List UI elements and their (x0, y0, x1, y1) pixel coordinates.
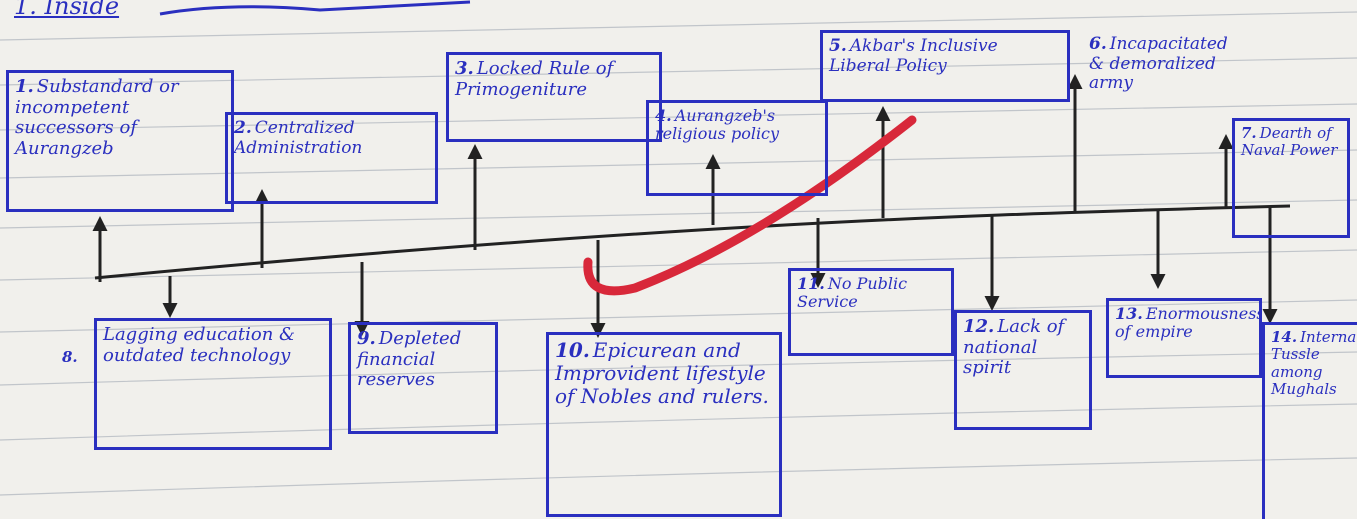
cause-box-6: 6.Incapacitated & demoralized army (1080, 28, 1230, 168)
cause-number: 5. (829, 36, 847, 56)
arrows-up (92, 74, 1234, 282)
cause-box-2: 2.Centralized Administration (225, 112, 438, 204)
cause-text: Locked Rule of Primogeniture (455, 58, 614, 100)
cause-text: Lack of national spirit (963, 316, 1065, 379)
cause-text: No Public Service (797, 274, 908, 312)
cause-box-7: 7.Dearth of Naval Power (1232, 118, 1350, 238)
arrows-down (162, 207, 1278, 338)
cause-box-1: 1.Substandard or incompetent successors … (6, 70, 234, 212)
cause-number: 7. (1241, 124, 1257, 142)
cause-box-11: 11.No Public Service (788, 268, 954, 356)
cause-box-10: 10.Epicurean and Improvident lifestyle o… (546, 332, 782, 517)
page-heading: 1. Inside (14, 0, 120, 20)
cause-box-12: 12.Lack of national spirit (954, 310, 1092, 430)
cause-number: 10. (555, 338, 590, 362)
cause-number: 4. (655, 106, 672, 125)
cause-number: 12. (963, 316, 995, 337)
cause-number: 3. (455, 58, 474, 79)
cause-number-outside: 8. (62, 348, 78, 366)
cause-number: 13. (1115, 304, 1143, 323)
cause-box-5: 5.Akbar's Inclusive Liberal Policy (820, 30, 1070, 102)
cause-text: Aurangzeb's religious policy (655, 106, 780, 144)
cause-number: 6. (1089, 34, 1107, 54)
cause-text: Dearth of Naval Power (1241, 124, 1338, 160)
cause-box-13: 13.Enormousness of empire (1106, 298, 1262, 378)
cause-box-9: 9.Depleted financial reserves (348, 322, 498, 434)
cause-text: Incapacitated & demoralized army (1089, 34, 1228, 94)
cause-box-3: 3.Locked Rule of Primogeniture (446, 52, 662, 142)
cause-text: Depleted financial reserves (357, 328, 462, 391)
cause-number: 14. (1271, 328, 1298, 346)
cause-number: 9. (357, 328, 376, 349)
cause-number: 1. (15, 76, 34, 97)
cause-text: Lagging education & outdated technology (103, 324, 296, 366)
heading-scribble (159, 0, 471, 16)
cause-text: Akbar's Inclusive Liberal Policy (829, 36, 998, 76)
cause-text: Centralized Administration (234, 118, 363, 158)
cause-text: Internal Tussle among Mughals (1271, 328, 1357, 398)
timeline-axis (94, 204, 1291, 280)
cause-number: 2. (234, 118, 252, 138)
cause-box-14: 14.Internal Tussle among Mughals (1262, 322, 1357, 519)
cause-text: Enormousness of empire (1115, 304, 1262, 342)
cause-text: Epicurean and Improvident lifestyle of N… (555, 338, 769, 408)
cause-text: Substandard or incompetent successors of… (15, 76, 179, 160)
cause-box-8: Lagging education & outdated technology (94, 318, 332, 450)
cause-number: 11. (797, 274, 825, 293)
red-check-mark (583, 115, 917, 296)
cause-box-4: 4.Aurangzeb's religious policy (646, 100, 828, 196)
